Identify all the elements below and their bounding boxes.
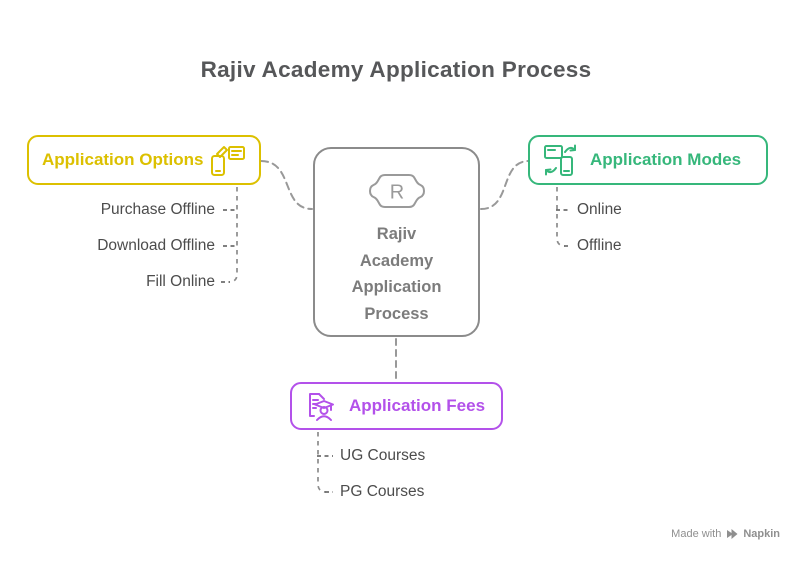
list-item-fill-online: Fill Online bbox=[146, 273, 215, 290]
phone-edit-card-icon bbox=[209, 143, 246, 177]
watermark: Made with Napkin bbox=[671, 528, 780, 540]
list-item-pg-courses: PG Courses bbox=[340, 483, 425, 500]
napkin-logo-icon bbox=[727, 529, 738, 539]
device-sync-icon bbox=[543, 142, 579, 178]
center-node: R Rajiv Academy Application Process bbox=[313, 147, 480, 337]
stem-modes bbox=[556, 187, 566, 247]
connector-options-center bbox=[260, 160, 313, 210]
stem-options bbox=[228, 187, 238, 283]
diagram-title: Rajiv Academy Application Process bbox=[200, 57, 592, 82]
application-modes-label: Application Modes bbox=[590, 150, 742, 169]
badge-letter: R bbox=[389, 182, 403, 204]
watermark-brand-text: Napkin bbox=[743, 528, 780, 540]
application-fees-label: Application Fees bbox=[349, 396, 486, 415]
branch-box-application-options: Application Options bbox=[27, 135, 261, 185]
branch-box-application-fees: Application Fees bbox=[290, 382, 503, 430]
stem-fees bbox=[317, 432, 327, 493]
list-item-purchase-offline: Purchase Offline bbox=[100, 201, 215, 218]
r-badge-icon: R bbox=[368, 174, 425, 208]
center-node-label: Rajiv Academy Application Process bbox=[351, 225, 442, 323]
connector-center-modes bbox=[480, 160, 530, 210]
list-item-ug-courses: UG Courses bbox=[340, 447, 426, 464]
branch-box-application-modes: Application Modes bbox=[528, 135, 768, 185]
student-document-icon bbox=[305, 389, 339, 423]
list-item-download-offline: Download Offline bbox=[97, 237, 215, 254]
watermark-made-with-text: Made with bbox=[671, 528, 722, 540]
list-item-online: Online bbox=[577, 201, 622, 218]
application-options-label: Application Options bbox=[42, 150, 204, 169]
list-item-offline: Offline bbox=[577, 237, 622, 254]
